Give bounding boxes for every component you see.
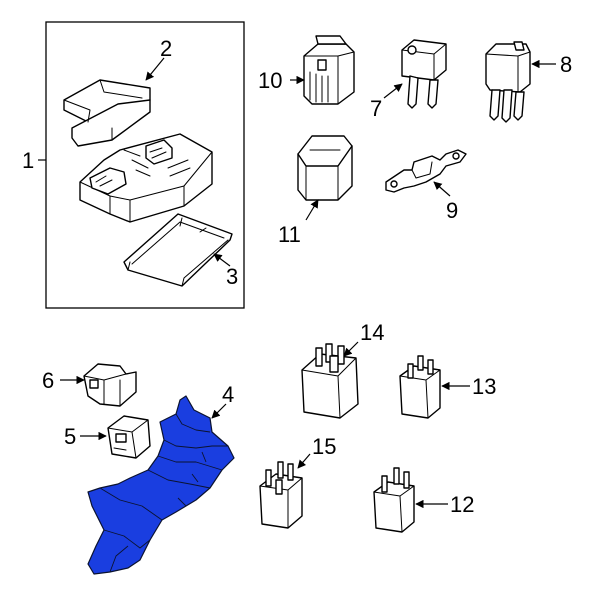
callout-15: 15 <box>312 434 336 459</box>
part-3-lower-cover[interactable] <box>123 213 233 287</box>
callout-13: 13 <box>472 374 496 399</box>
callout-12: 12 <box>450 492 474 517</box>
callout-5: 5 <box>64 424 76 449</box>
part-6-connector[interactable] <box>83 363 137 407</box>
callout-11: 11 <box>278 222 301 247</box>
callout-10: 10 <box>258 68 282 93</box>
callout-14: 14 <box>360 320 384 345</box>
part-15-relay[interactable] <box>259 461 303 529</box>
part-8-blade-fuse[interactable] <box>485 41 531 123</box>
part-11-cartridge-fuse[interactable] <box>297 135 353 201</box>
leader-lines <box>60 57 556 509</box>
fuse-box-assembly-group <box>38 21 245 309</box>
callout-1: 1 <box>22 148 34 173</box>
part-4-bracket[interactable] <box>87 395 235 575</box>
callout-9: 9 <box>446 198 458 223</box>
part-9-strip-fuse[interactable] <box>385 149 467 193</box>
callout-4: 4 <box>222 382 234 407</box>
part-2-cover[interactable] <box>63 79 151 147</box>
part-5-connector[interactable] <box>107 415 151 459</box>
callout-2: 2 <box>160 36 172 61</box>
callout-8: 8 <box>560 52 572 77</box>
part-7-mini-fuse[interactable] <box>401 39 447 109</box>
callout-6: 6 <box>42 368 54 393</box>
part-12-relay[interactable] <box>373 467 415 533</box>
part-10-maxi-fuse[interactable] <box>303 35 355 105</box>
assembly-frame <box>45 21 245 309</box>
callout-labels: 1 2 3 4 5 6 7 8 9 10 11 12 13 14 15 <box>22 36 572 517</box>
part-14-relay[interactable] <box>301 343 359 419</box>
part-4-bracket-fill[interactable] <box>87 395 235 575</box>
part-1-fuse-box[interactable] <box>79 133 213 223</box>
callout-7: 7 <box>370 96 382 121</box>
callout-3: 3 <box>226 264 238 289</box>
part-13-relay[interactable] <box>399 355 441 419</box>
